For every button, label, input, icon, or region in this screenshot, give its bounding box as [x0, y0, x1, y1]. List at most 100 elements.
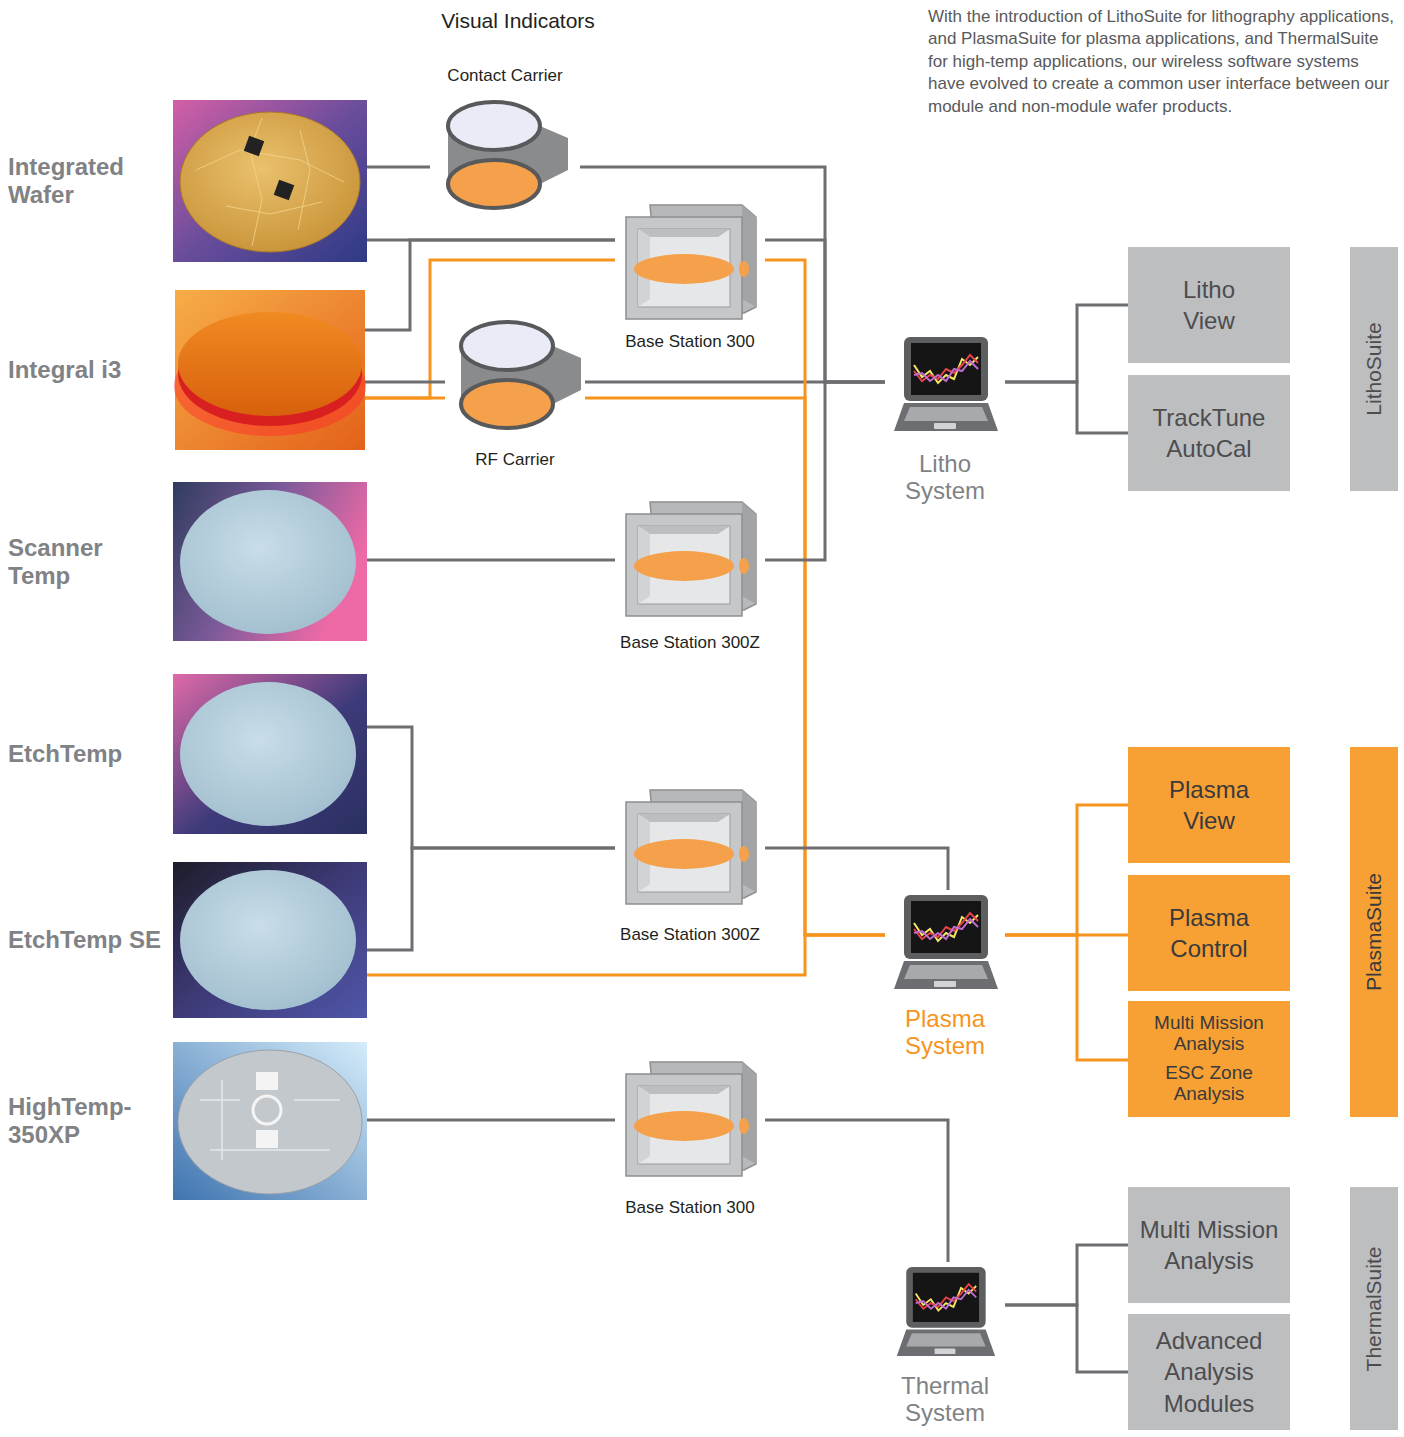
text-holder: Base Station 300Z	[615, 633, 765, 653]
suite-band: ThermalSuite	[1350, 1187, 1398, 1430]
text-holder: Integral i3	[8, 356, 168, 384]
wafer-disk	[180, 112, 360, 252]
software-box: TrackTune AutoCal	[1128, 375, 1290, 491]
sensor-module	[256, 1072, 278, 1090]
device-label: Contact Carrier	[430, 66, 580, 86]
text-holder: Plasma Control	[1138, 902, 1280, 964]
wafer-product: HighTemp- 350XP	[8, 1042, 367, 1200]
text-holder: Integrated Wafer	[8, 153, 168, 208]
base-station: Base Station 300	[615, 1058, 765, 1218]
software-box: Litho View	[1128, 247, 1290, 363]
photo-ground	[173, 100, 367, 262]
system-laptop: Thermal System	[885, 1262, 1005, 1427]
wafer-disk	[178, 312, 362, 416]
device-label: Base Station 300	[615, 332, 765, 352]
text-holder: Base Station 300Z	[615, 925, 765, 945]
module-name: ESC Zone Analysis	[1138, 1063, 1280, 1105]
text-holder: RF Carrier	[445, 450, 585, 470]
connector-line	[765, 848, 948, 890]
text-holder: Plasma View	[1159, 774, 1259, 836]
text-holder: Base Station 300	[615, 332, 765, 352]
carrier-icon	[448, 102, 568, 208]
wafer-disk	[180, 490, 356, 634]
connector-line	[580, 167, 885, 382]
connector-line	[765, 382, 885, 560]
photo-ground	[173, 1042, 367, 1200]
connector-line	[765, 260, 885, 935]
base-station: Base Station 300Z	[615, 498, 765, 653]
device-label: Base Station 300Z	[615, 633, 765, 653]
column-heading: Visual Indicators	[408, 8, 628, 33]
wafer-product: Integral i3	[8, 290, 365, 450]
sensor-chip	[274, 180, 295, 201]
connector-line	[1005, 382, 1128, 433]
module-name: Plasma Control	[1138, 902, 1280, 964]
base-station: Base Station 300	[615, 200, 765, 352]
system-laptop: Plasma System	[885, 890, 1005, 1060]
product-name: Integral i3	[8, 356, 168, 384]
intro-note: With the introduction of LithoSuite for …	[928, 6, 1396, 118]
device-label: Base Station 300	[615, 1198, 765, 1218]
base-station: Base Station 300Z	[615, 785, 765, 945]
connector-line	[765, 1120, 948, 1262]
software-box: Multi Mission Analysis	[1128, 1187, 1290, 1303]
module-name: Advanced Analysis Modules	[1138, 1325, 1280, 1419]
sensor-ring	[253, 1096, 281, 1124]
photo-ground	[173, 482, 367, 641]
wafer-photo	[173, 100, 367, 262]
text-holder: Advanced Analysis Modules	[1138, 1325, 1280, 1419]
text-holder: Plasma System	[885, 1005, 1005, 1060]
connector-line	[367, 1119, 615, 1122]
wafer-disk	[180, 682, 356, 826]
wafer-photo	[173, 674, 367, 834]
product-name: HighTemp- 350XP	[8, 1093, 168, 1148]
suite-name: ThermalSuite	[1362, 1246, 1386, 1371]
text-holder: EtchTemp SE	[8, 926, 168, 954]
system-label: Litho System	[885, 450, 1005, 505]
text-holder: Litho View	[1159, 274, 1259, 336]
text-holder: Litho System	[885, 450, 1005, 505]
wafer-product: EtchTemp SE	[8, 862, 367, 1018]
software-box: Plasma View	[1128, 747, 1290, 863]
wafer-photo	[173, 862, 367, 1018]
connector-line	[585, 398, 885, 935]
sensor-chip	[244, 136, 265, 157]
base-station-icon	[626, 205, 756, 319]
photo-ground	[175, 290, 365, 450]
base-station-icon	[626, 790, 756, 904]
module-name: Litho View	[1159, 274, 1259, 336]
system-label: Plasma System	[885, 1005, 1005, 1060]
connector-line	[367, 559, 615, 562]
text-holder: Scanner Temp	[8, 534, 168, 589]
wafer-disk	[180, 870, 356, 1010]
software-box: Advanced Analysis Modules	[1128, 1314, 1290, 1430]
wafer-traces	[200, 1080, 340, 1160]
base-station-icon	[626, 502, 756, 616]
connector-group	[365, 167, 1128, 1372]
text-holder: Thermal System	[885, 1372, 1005, 1427]
connector-line	[1005, 805, 1128, 935]
connector-line	[367, 166, 430, 169]
module-name: Multi Mission Analysis	[1138, 1013, 1280, 1055]
suite-band: LithoSuite	[1350, 247, 1398, 491]
connector-line	[365, 397, 445, 400]
product-name: Integrated Wafer	[8, 153, 168, 208]
carrier-device: Contact Carrier	[430, 66, 580, 216]
connector-line	[367, 727, 615, 848]
text-holder: Contact Carrier	[430, 66, 580, 86]
text-holder: TrackTune AutoCal	[1138, 402, 1280, 464]
system-laptop: Litho System	[885, 333, 1005, 505]
carrier-device: RF Carrier	[445, 315, 585, 470]
device-label: Base Station 300Z	[615, 925, 765, 945]
sensor-module	[256, 1130, 278, 1148]
base-station-icon	[626, 1062, 756, 1176]
wafer-product: EtchTemp	[8, 674, 367, 834]
wafer-product: Integrated Wafer	[8, 100, 367, 262]
photo-ground	[173, 862, 367, 1018]
text-holder: EtchTemp	[8, 740, 168, 768]
module-name: Plasma View	[1159, 774, 1259, 836]
suite-name: LithoSuite	[1362, 322, 1386, 415]
text-holder: ThermalSuite	[1312, 1297, 1404, 1321]
product-name: Scanner Temp	[8, 534, 168, 589]
